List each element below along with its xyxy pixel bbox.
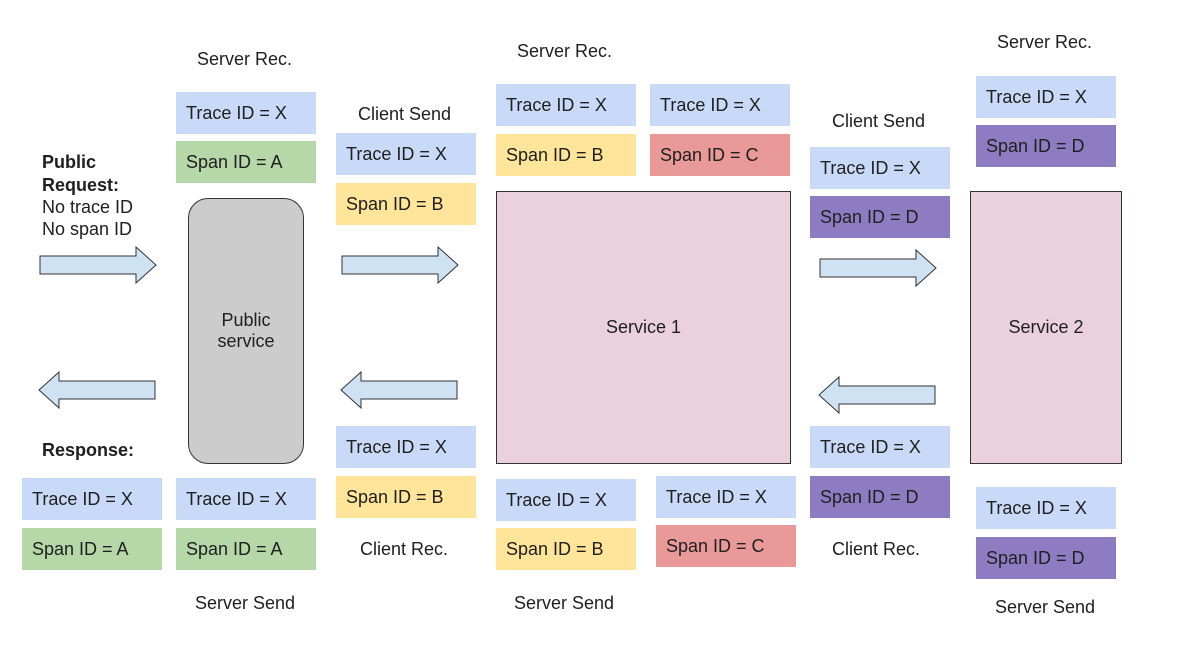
response-title: Response: bbox=[42, 440, 135, 460]
client-rec-2-arrow-left-icon bbox=[818, 375, 936, 415]
server-send-label-public: Server Send bbox=[195, 593, 296, 613]
service2-send-span-id: Span ID = D bbox=[976, 537, 1116, 579]
service-1: Service 1 bbox=[496, 191, 791, 464]
service2-send-trace-id: Trace ID = X bbox=[976, 487, 1116, 529]
response-span-id: Span ID = A bbox=[22, 528, 162, 570]
public-request-no-span: No span ID bbox=[42, 219, 133, 239]
server-send-label-service2: Server Send bbox=[995, 597, 1096, 617]
client-send-1-arrow-right-icon bbox=[341, 245, 459, 285]
service1-recv-trace-id-2: Trace ID = X bbox=[650, 84, 790, 126]
server-rec-label-service2: Server Rec. bbox=[997, 32, 1093, 52]
response-arrow-left-icon bbox=[38, 370, 156, 410]
public-service-label-line1: Public bbox=[221, 310, 271, 330]
client-rec-1-arrow-left-icon bbox=[340, 370, 458, 410]
client-rec-1-span-id: Span ID = B bbox=[336, 476, 476, 518]
public-request-no-trace: No trace ID bbox=[42, 197, 134, 217]
client-send-1-span-id: Span ID = B bbox=[336, 183, 476, 225]
service-2: Service 2 bbox=[970, 191, 1122, 464]
client-rec-1-trace-id: Trace ID = X bbox=[336, 426, 476, 468]
service1-send-trace-id: Trace ID = X bbox=[496, 479, 636, 521]
server-rec-label-service1: Server Rec. bbox=[517, 41, 613, 61]
service1-send-span-id-c: Span ID = C bbox=[656, 525, 796, 567]
server-rec-label-public: Server Rec. bbox=[197, 49, 293, 69]
public-send-span-id: Span ID = A bbox=[176, 528, 316, 570]
service1-recv-span-id-b: Span ID = B bbox=[496, 134, 636, 176]
service-2-label: Service 2 bbox=[1008, 317, 1084, 337]
client-send-1-trace-id: Trace ID = X bbox=[336, 133, 476, 175]
service2-recv-trace-id: Trace ID = X bbox=[976, 76, 1116, 118]
client-send-2-trace-id: Trace ID = X bbox=[810, 147, 950, 189]
service1-send-span-id-b: Span ID = B bbox=[496, 528, 636, 570]
public-service-label-line2: service bbox=[217, 331, 275, 351]
service-1-label: Service 1 bbox=[605, 317, 682, 337]
public-request-title-line2: Request: bbox=[42, 175, 120, 195]
client-send-2-arrow-right-icon bbox=[819, 248, 937, 288]
client-send-label-1: Client Send bbox=[358, 104, 452, 124]
service1-recv-span-id-c: Span ID = C bbox=[650, 134, 790, 176]
client-send-label-2: Client Send bbox=[832, 111, 926, 131]
request-arrow-right-icon bbox=[39, 245, 157, 285]
client-rec-label-1: Client Rec. bbox=[360, 539, 449, 559]
response-trace-id: Trace ID = X bbox=[22, 478, 162, 520]
service1-send-trace-id-2: Trace ID = X bbox=[656, 476, 796, 518]
server-send-label-service1: Server Send bbox=[514, 593, 615, 613]
client-send-2-span-id: Span ID = D bbox=[810, 196, 950, 238]
client-rec-2-span-id: Span ID = D bbox=[810, 476, 950, 518]
service2-recv-span-id: Span ID = D bbox=[976, 125, 1116, 167]
public-recv-span-id: Span ID = A bbox=[176, 141, 316, 183]
client-rec-2-trace-id: Trace ID = X bbox=[810, 426, 950, 468]
service1-recv-trace-id: Trace ID = X bbox=[496, 84, 636, 126]
public-request-title-line1: Public bbox=[42, 152, 97, 172]
public-service: Public service bbox=[188, 198, 304, 464]
public-recv-trace-id: Trace ID = X bbox=[176, 92, 316, 134]
public-send-trace-id: Trace ID = X bbox=[176, 478, 316, 520]
client-rec-label-2: Client Rec. bbox=[832, 539, 921, 559]
